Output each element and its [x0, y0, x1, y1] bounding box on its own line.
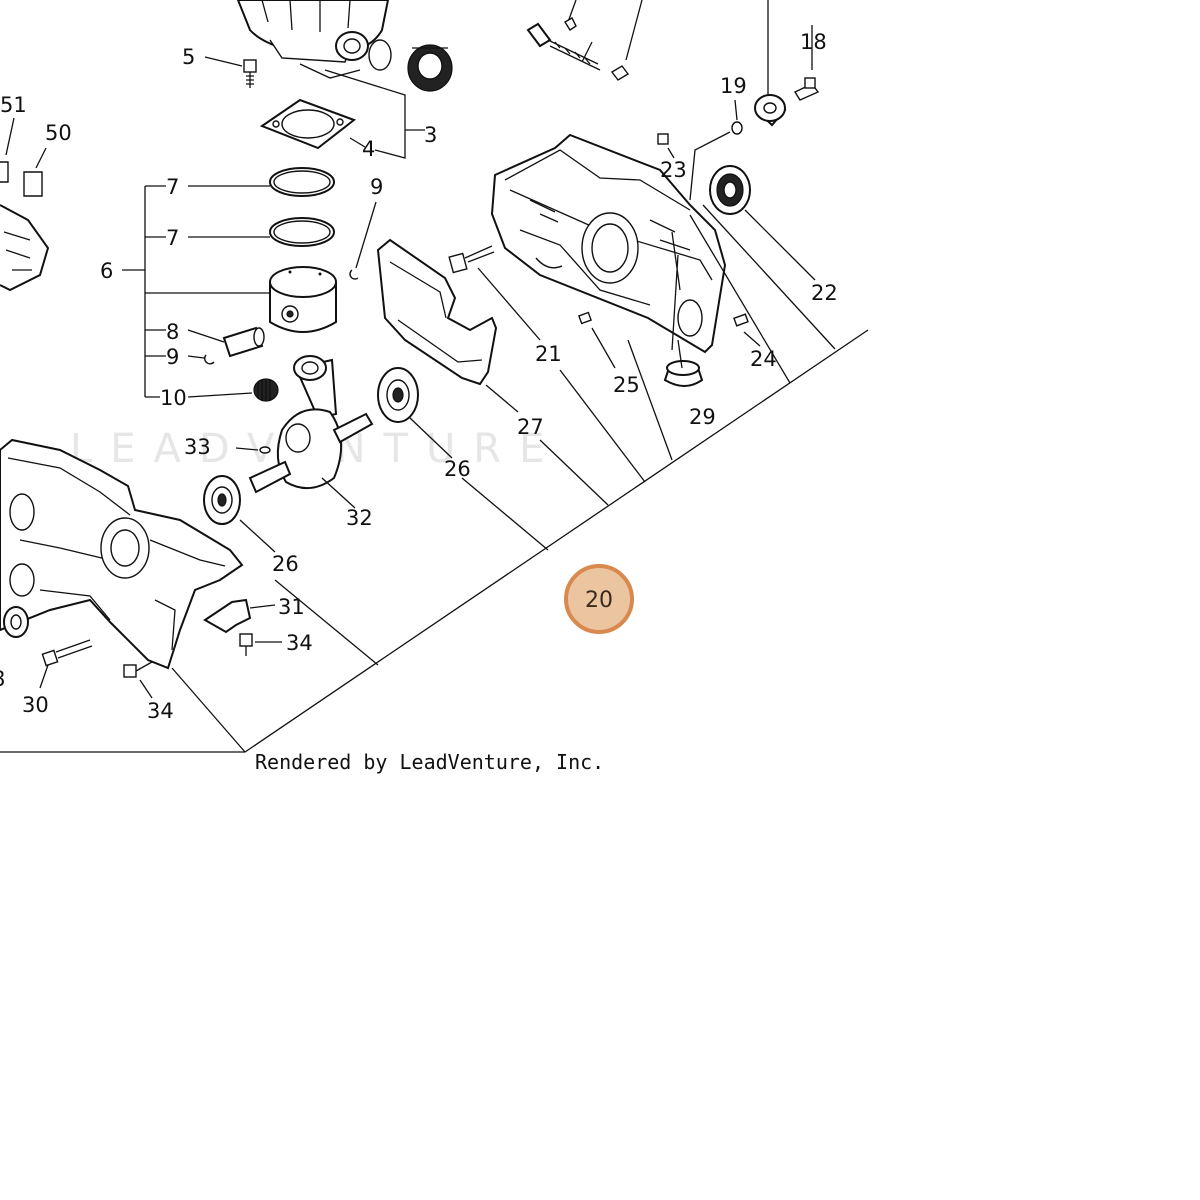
adjuster-screw-part — [526, 22, 630, 81]
handle-cover-part — [0, 204, 50, 292]
bearing-26-lower — [203, 475, 241, 525]
callout-30: 30 — [22, 693, 49, 717]
callout-34-lower: 34 — [147, 699, 174, 723]
callout-3: 3 — [424, 123, 437, 147]
crankcase-right-half — [490, 133, 727, 354]
callout-24: 24 — [750, 347, 777, 371]
washer-19-part — [731, 121, 743, 135]
part-50 — [23, 171, 43, 197]
callout-31: 31 — [278, 595, 305, 619]
callout-23: 23 — [660, 158, 687, 182]
callout-32: 32 — [346, 506, 373, 530]
callout-6: 6 — [100, 259, 113, 283]
buffer-29-part — [663, 360, 704, 387]
part-51 — [0, 161, 9, 183]
circlip-lower — [203, 354, 215, 365]
callout-7-lower: 7 — [166, 226, 179, 250]
key-33-part — [259, 446, 271, 454]
callout-4: 4 — [362, 137, 375, 161]
intake-boot-part — [407, 44, 453, 92]
callout-8: 8 — [166, 320, 179, 344]
circlip-upper — [349, 269, 359, 280]
crankshaft-part — [248, 355, 374, 494]
callout-26-lower: 26 — [272, 552, 299, 576]
credit-text: Rendered by LeadVenture, Inc. — [255, 750, 604, 774]
cylinder-part — [236, 0, 390, 63]
callout-50: 50 — [45, 121, 72, 145]
o-ring-part — [368, 39, 392, 71]
callout-25: 25 — [613, 373, 640, 397]
callout-9-lower: 9 — [166, 345, 179, 369]
callout-22: 22 — [811, 281, 838, 305]
needle-bearing-part — [253, 378, 279, 402]
screw-18-part — [793, 77, 820, 101]
callout-5: 5 — [182, 45, 195, 69]
callout-19: 19 — [720, 74, 747, 98]
dowel-24-part — [733, 313, 749, 327]
bolt-30-part — [41, 639, 93, 667]
callout-7-upper: 7 — [166, 175, 179, 199]
highlight-circle[interactable] — [564, 564, 634, 634]
callout-33: 33 — [184, 435, 211, 459]
screw-34-upper — [239, 633, 253, 656]
screw-5-part — [243, 59, 257, 88]
oil-seal-22-part — [709, 165, 751, 215]
piston-part — [269, 266, 337, 333]
callout-20[interactable]: 20 — [585, 588, 613, 613]
bushing-18-part — [754, 94, 787, 127]
callout-18: 18 — [800, 30, 827, 54]
gasket-4-part — [259, 98, 357, 150]
piston-pin-part — [222, 326, 265, 358]
pin-23-part — [657, 133, 669, 145]
bearing-26-upper — [377, 367, 419, 423]
bolt-21-part — [448, 245, 495, 274]
highlight-badge-20[interactable]: 20 — [564, 564, 634, 634]
callout-51: 51 — [0, 93, 27, 117]
dowel-25-part — [578, 311, 592, 325]
callout-10: 10 — [160, 386, 187, 410]
callout-34-upper: 34 — [286, 631, 313, 655]
bracket-31-part — [203, 598, 252, 634]
callout-28-partial: 8 — [0, 667, 5, 691]
crankcase-left-half — [0, 438, 244, 670]
callout-21: 21 — [535, 342, 562, 366]
screw-34-lower — [123, 661, 153, 678]
callout-26-upper: 26 — [444, 457, 471, 481]
crankcase-gasket-27 — [376, 238, 498, 386]
callout-9-upper: 9 — [370, 175, 383, 199]
callout-29: 29 — [689, 405, 716, 429]
callout-27: 27 — [517, 415, 544, 439]
